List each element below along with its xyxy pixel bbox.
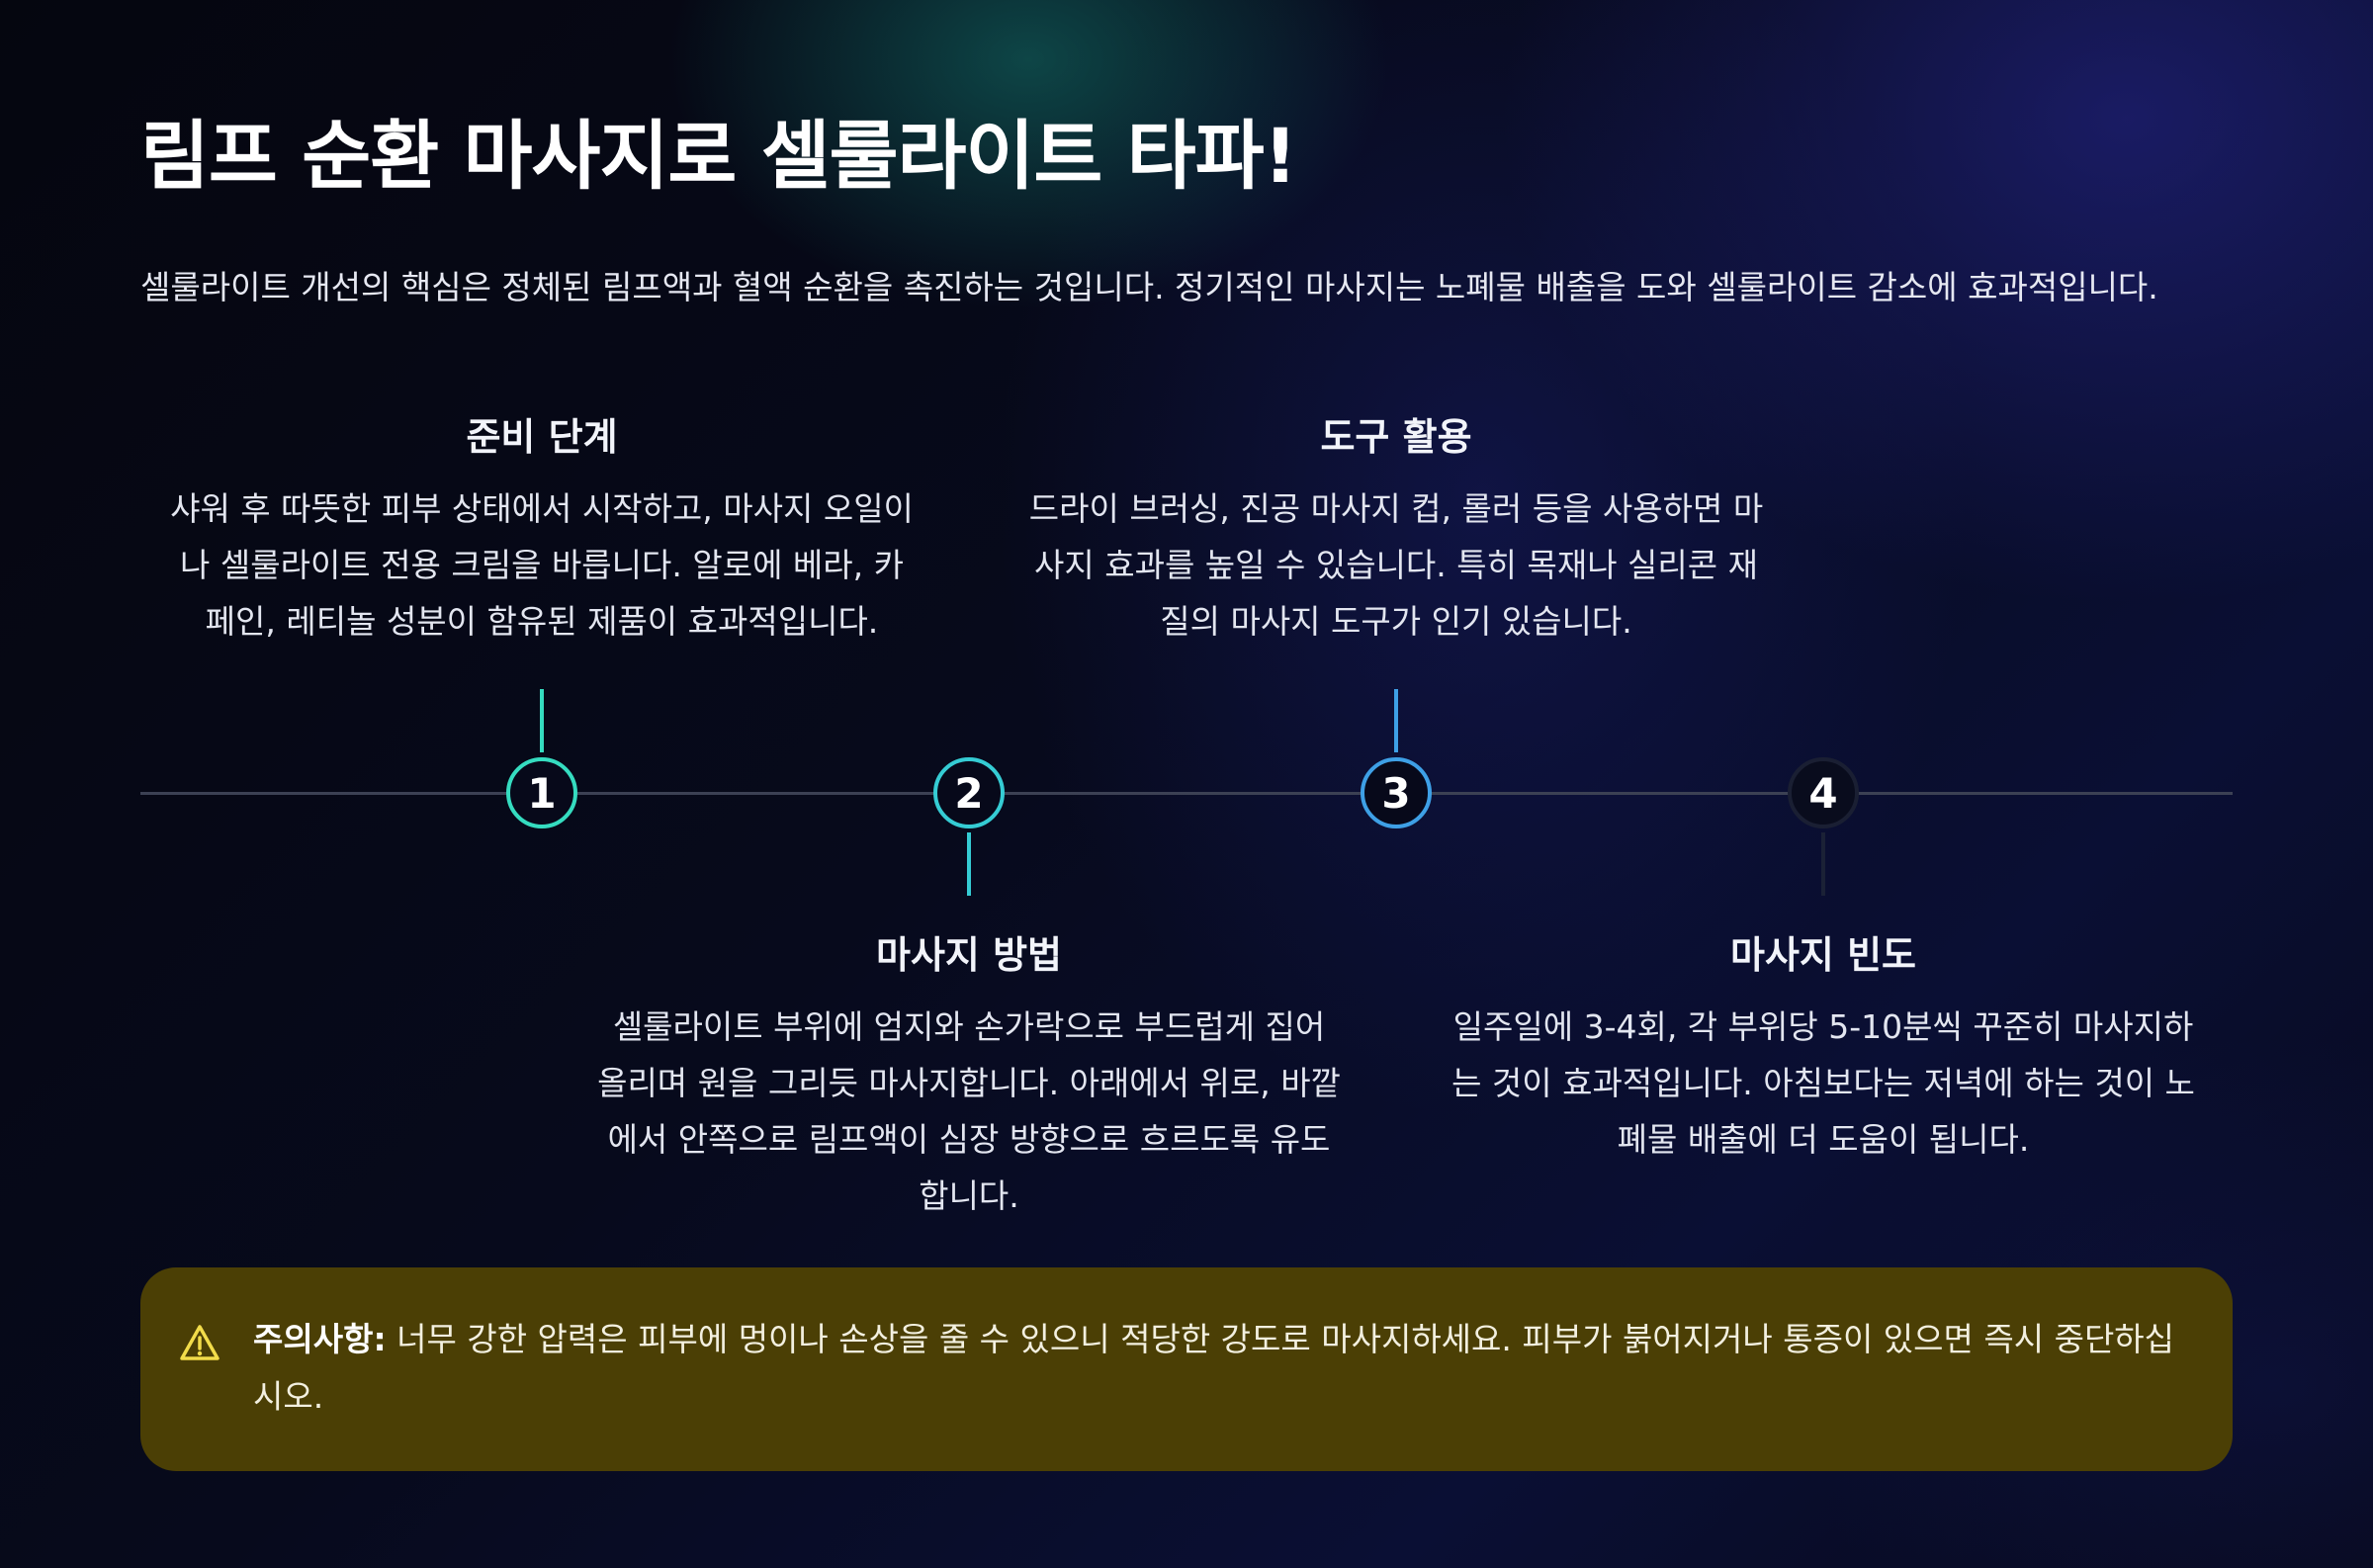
step-description: 드라이 브러싱, 진공 마사지 컵, 롤러 등을 사용하면 마사지 효과를 높일… (1028, 489, 1764, 641)
timeline-step-number-2: 2 (933, 757, 1005, 828)
timeline-step-3: 도구 활용 드라이 브러싱, 진공 마사지 컵, 롤러 등을 사용하면 마사지 … (1020, 407, 1772, 650)
timeline-connector-4 (1821, 832, 1825, 896)
timeline-connector-1 (540, 689, 544, 752)
intro-paragraph: 셀룰라이트 개선의 핵심은 정체된 림프액과 혈액 순환을 촉진하는 것입니다.… (140, 268, 2158, 306)
timeline-step-1: 준비 단계 샤워 후 따뜻한 피부 상태에서 시작하고, 마사지 오일이나 셀룰… (166, 407, 918, 650)
warning-triangle-icon (178, 1323, 221, 1362)
warning-callout: 주의사항: 너무 강한 압력은 피부에 멍이나 손상을 줄 수 있으니 적당한 … (140, 1267, 2233, 1471)
timeline-step-number-1: 1 (506, 757, 577, 828)
step-description: 샤워 후 따뜻한 피부 상태에서 시작하고, 마사지 오일이나 셀룰라이트 전용… (170, 489, 914, 641)
warning-label: 주의사항: (253, 1320, 387, 1358)
warning-text: 너무 강한 압력은 피부에 멍이나 손상을 줄 수 있으니 적당한 강도로 마사… (253, 1320, 2175, 1416)
step-title: 마사지 방법 (875, 933, 1063, 977)
page-title: 림프 순환 마사지로 셀룰라이트 타파! (140, 112, 1297, 200)
step-title: 도구 활용 (1320, 415, 1472, 459)
timeline-step-4: 마사지 빈도 일주일에 3-4회, 각 부위당 5-10분씩 꾸준히 마사지하는… (1448, 925, 2199, 1168)
timeline-step-number-4: 4 (1788, 757, 1859, 828)
timeline-step-number-3: 3 (1361, 757, 1432, 828)
timeline-line (140, 792, 2233, 795)
timeline-connector-2 (967, 832, 971, 896)
step-title: 준비 단계 (466, 415, 618, 459)
step-description: 셀룰라이트 부위에 엄지와 손가락으로 부드럽게 집어 올리며 원을 그리듯 마… (597, 1007, 1341, 1215)
timeline-connector-3 (1394, 689, 1398, 752)
step-title: 마사지 빈도 (1729, 933, 1917, 977)
timeline-step-2: 마사지 방법 셀룰라이트 부위에 엄지와 손가락으로 부드럽게 집어 올리며 원… (593, 925, 1345, 1224)
step-description: 일주일에 3-4회, 각 부위당 5-10분씩 꾸준히 마사지하는 것이 효과적… (1451, 1007, 2195, 1159)
page: 림프 순환 마사지로 셀룰라이트 타파! 셀룰라이트 개선의 핵심은 정체된 림… (140, 0, 2233, 1568)
